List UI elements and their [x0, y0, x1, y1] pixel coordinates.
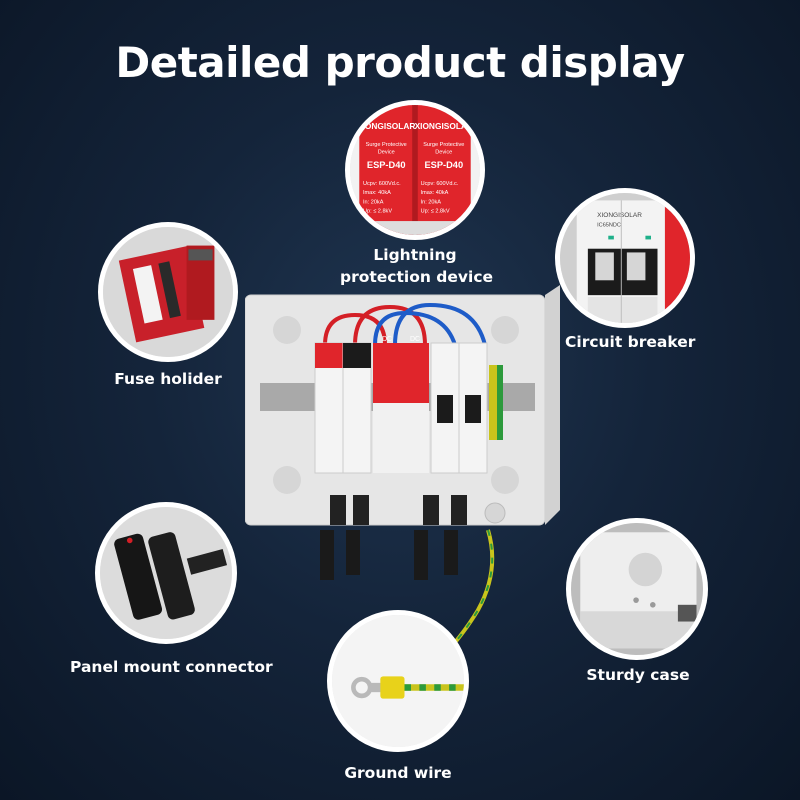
circuit-breaker-label: Circuit breaker — [565, 333, 696, 351]
spd-brand-right: XIONGISOLAR — [415, 121, 473, 131]
surge-protector-image: XIONGISOLAR XIONGISOLAR Surge Protective… — [350, 105, 480, 235]
spd-in-right: In: 20kA — [421, 199, 442, 205]
breaker-rating-text: IC65NDC — [597, 222, 621, 228]
spd-ucpv-right: Ucpv: 600Vd.c. — [421, 181, 459, 187]
circuit-breaker-bubble: XIONGISOLAR IC65NDC — [555, 188, 695, 328]
spd-desc2-right: Device — [435, 149, 452, 155]
combiner-box-image: DC DC — [245, 285, 560, 530]
sturdy-case-image — [571, 523, 703, 655]
fuse-holder-label: Fuse holider — [114, 370, 222, 388]
lightning-protection-bubble: XIONGISOLAR XIONGISOLAR Surge Protective… — [345, 100, 485, 240]
sturdy-case-bubble — [566, 518, 708, 660]
spd-desc-left: Surge Protective — [366, 142, 407, 148]
spd-up-left: Up: ≤ 2.8kV — [363, 209, 392, 215]
spd-brand-left: XIONGISOLAR — [357, 121, 415, 131]
panel-connector-bubble — [95, 502, 237, 644]
fuse-holder-image — [103, 227, 233, 357]
spd-desc-right: Surge Protective — [423, 142, 464, 148]
panel-connector-image — [100, 507, 232, 639]
dc-label-right: DC — [410, 336, 420, 343]
ground-wire-bubble — [327, 610, 469, 752]
spd-in-left: In: 20kA — [363, 199, 384, 205]
spd-imax-right: Imax: 40kA — [421, 190, 449, 196]
ground-wire-image — [332, 615, 464, 747]
page-title: Detailed product display — [115, 38, 685, 87]
panel-connector-label: Panel mount connector — [70, 658, 273, 676]
spd-up-right: Up: ≤ 2.8kV — [421, 209, 450, 215]
spd-model-right: ESP-D40 — [424, 160, 463, 170]
spd-model-left: ESP-D40 — [367, 160, 406, 170]
sturdy-case-label: Sturdy case — [586, 666, 690, 684]
spd-imax-left: Imax: 40kA — [363, 190, 391, 196]
spd-ucpv-left: Ucpv: 600Vd.c. — [363, 181, 401, 187]
fuse-holder-bubble — [98, 222, 238, 362]
dc-label-left: DC — [382, 336, 392, 343]
lightning-protection-label: Lightning protection device — [340, 246, 494, 286]
breaker-brand-text: XIONGISOLAR — [597, 212, 642, 219]
ground-wire-label: Ground wire — [344, 764, 452, 782]
spd-desc2-left: Device — [378, 149, 395, 155]
circuit-breaker-image: XIONGISOLAR IC65NDC — [560, 193, 690, 323]
